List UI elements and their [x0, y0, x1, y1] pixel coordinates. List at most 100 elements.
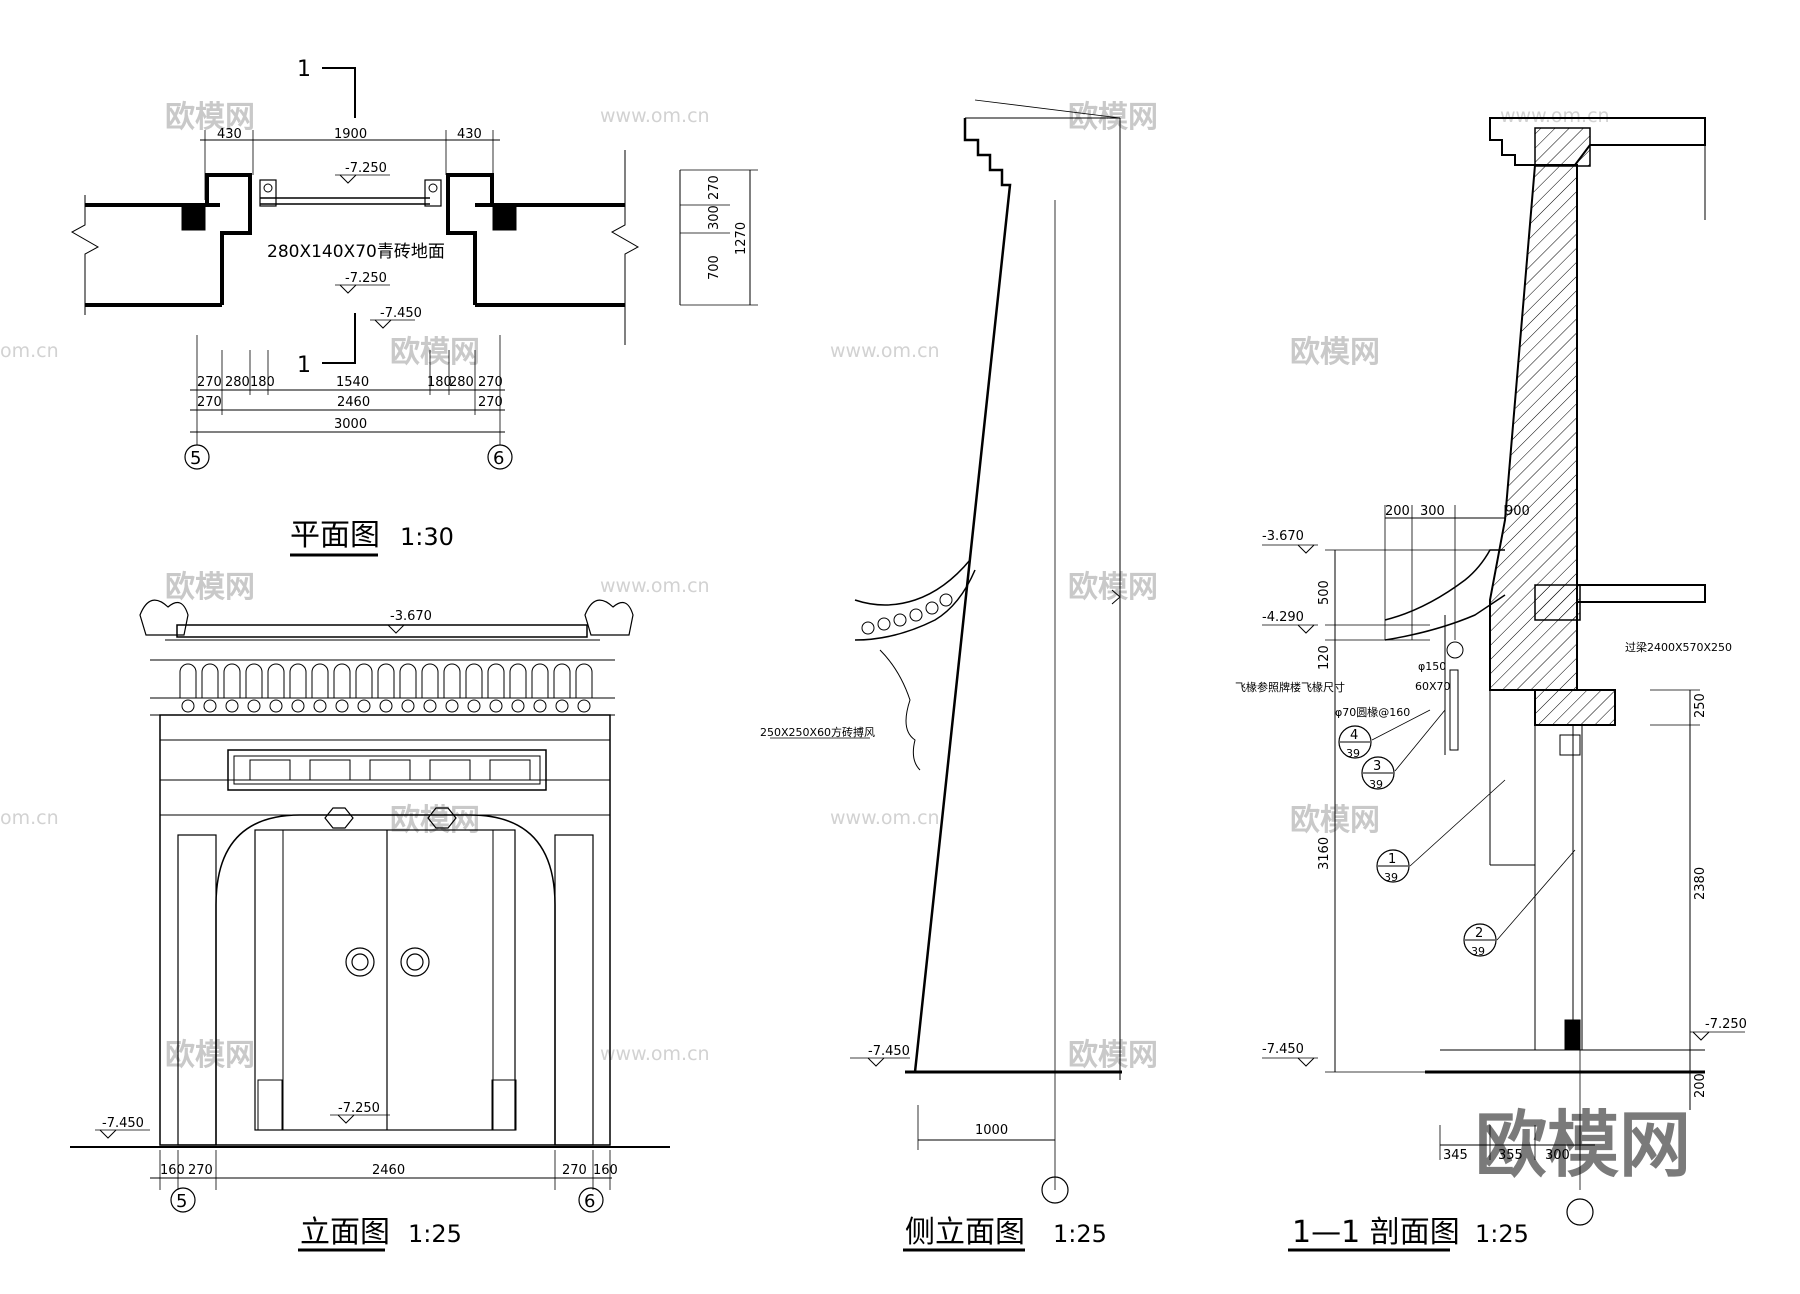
callout-bottom: 39 — [1384, 871, 1398, 884]
section-labels: -3.670 -4.290 -7.450 -7.250 200 300 900 … — [1235, 504, 1747, 1250]
tile-end — [533, 699, 547, 713]
roof-tile — [421, 663, 439, 698]
dim-label: 250 — [1693, 693, 1708, 718]
tile-end — [291, 699, 305, 713]
watermark-url: www.om.cn — [600, 1043, 710, 1065]
roof-tile — [553, 663, 571, 698]
roof-tile — [509, 663, 527, 698]
roof-tile — [201, 663, 219, 698]
callout-bottom: 39 — [1369, 778, 1383, 791]
dim-label: 280 — [225, 375, 250, 390]
tile-end — [247, 699, 261, 713]
level-label: -7.450 — [868, 1044, 910, 1059]
dim-label: 3160 — [1317, 837, 1332, 870]
level-label: -3.670 — [390, 609, 432, 624]
roof-tile — [179, 663, 197, 698]
dim-label: 1270 — [734, 222, 749, 255]
level-label: -7.250 — [345, 161, 387, 176]
dim-label: 200 — [1693, 1073, 1708, 1098]
callout-top: 3 — [1373, 759, 1381, 774]
section-view — [1262, 117, 1745, 1252]
tile-end — [577, 699, 591, 713]
roof-tile — [531, 663, 549, 698]
section-mark-bottom: 1 — [297, 353, 311, 378]
tile-end — [511, 699, 525, 713]
roof-tile — [245, 663, 263, 698]
dim-label: 1000 — [975, 1123, 1008, 1138]
watermark-url: www.om.cn — [1500, 105, 1610, 127]
floor-note: 280X140X70青砖地面 — [267, 242, 445, 262]
watermark-url: om.cn — [0, 340, 59, 362]
level-label: -7.450 — [1262, 1042, 1304, 1057]
tile-end — [313, 699, 327, 713]
roof-tile — [333, 663, 351, 698]
roof-tile — [487, 663, 505, 698]
tile-end — [555, 699, 569, 713]
front-elevation — [70, 599, 670, 1252]
watermark-brand: 欧模网 — [165, 1038, 255, 1073]
dim-label: 270 — [562, 1163, 587, 1178]
axis-label: 5 — [176, 1191, 187, 1212]
tile-end — [335, 699, 349, 713]
roof-tile — [311, 663, 329, 698]
dim-label: 430 — [457, 127, 482, 142]
dim-label: 300 — [1545, 1148, 1570, 1163]
level-label: -7.250 — [338, 1101, 380, 1116]
plan-title: 平面图 — [290, 518, 380, 553]
dim-label: 430 — [217, 127, 242, 142]
watermark-brand: 欧模网 — [165, 570, 255, 605]
section-title: 1—1 剖面图 — [1292, 1215, 1460, 1250]
dim-label: 280 — [449, 375, 474, 390]
dim-label: 160 — [593, 1163, 618, 1178]
eave-note: 飞椽参照牌楼飞椽尺寸 — [1235, 680, 1345, 694]
section-scale: 1:25 — [1475, 1220, 1529, 1248]
dim-label: 2460 — [372, 1163, 405, 1178]
dim-label: 900 — [1505, 504, 1530, 519]
dim-label: 270 — [188, 1163, 213, 1178]
tile-end — [401, 699, 415, 713]
watermark-url: www.om.cn — [830, 807, 940, 829]
note-d150: φ150 — [1418, 660, 1446, 673]
level-label: -7.250 — [1705, 1017, 1747, 1032]
watermark-brand: 欧模网 — [390, 803, 480, 838]
tile-end — [489, 699, 503, 713]
dim-label: 200 — [1385, 504, 1410, 519]
dim-label: 300 — [1420, 504, 1445, 519]
plan-scale: 1:30 — [400, 523, 454, 551]
dim-label: 500 — [1317, 580, 1332, 605]
tile-end — [379, 699, 393, 713]
front-labels: -3.670 -7.250 -7.450 160 270 2460 270 16… — [102, 609, 618, 1250]
watermark-url: www.om.cn — [830, 340, 940, 362]
dim-label: 180 — [250, 375, 275, 390]
axis-label: 6 — [584, 1191, 595, 1212]
dim-label: 700 — [707, 255, 722, 280]
watermark-brand: 欧模网 — [165, 100, 255, 135]
dim-label: 2460 — [337, 395, 370, 410]
tile-end — [445, 699, 459, 713]
dim-label: 160 — [160, 1163, 185, 1178]
callout-bottom: 39 — [1346, 747, 1360, 760]
dim-label: 120 — [1317, 645, 1332, 670]
dim-label: 2380 — [1693, 867, 1708, 900]
axis-label: 6 — [493, 448, 504, 469]
tile-end — [203, 699, 217, 713]
lintel-note: 过梁2400X570X250 — [1625, 640, 1732, 654]
side-scale: 1:25 — [1053, 1220, 1107, 1248]
watermark-url: om.cn — [0, 807, 59, 829]
roof-tile — [223, 663, 241, 698]
plan-labels: 1 1 430 1900 430 -7.250 280X140X70青砖地面 -… — [190, 57, 749, 553]
front-title: 立面图 — [300, 1215, 390, 1250]
watermarks: 欧模网 www.om.cn 欧模网 www.om.cn om.cn 欧模网 ww… — [0, 100, 1691, 1187]
dim-label: 270 — [197, 375, 222, 390]
roof-tile — [575, 663, 593, 698]
dim-label: 270 — [707, 175, 722, 200]
watermark-url: www.om.cn — [600, 105, 710, 127]
roof-tiles — [150, 659, 615, 716]
roof-tile — [465, 663, 483, 698]
dim-label: 1900 — [334, 127, 367, 142]
tile-end — [181, 699, 195, 713]
watermark-brand: 欧模网 — [1068, 1038, 1158, 1073]
roof-tile — [399, 663, 417, 698]
dim-label: 1540 — [336, 375, 369, 390]
